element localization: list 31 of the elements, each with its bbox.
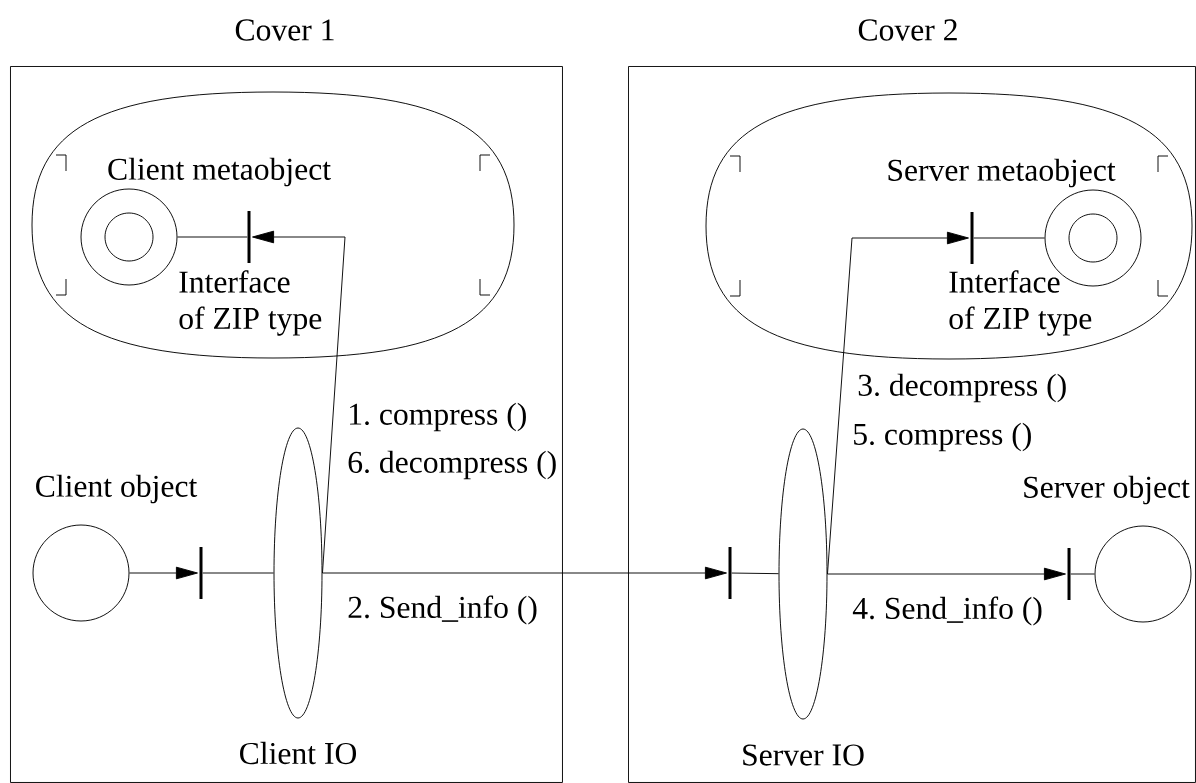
metaobject-cloud <box>705 92 1193 360</box>
method-label: 5. compress () <box>854 422 1031 452</box>
arrow <box>252 230 346 574</box>
interface-bar <box>199 547 203 599</box>
method-label: 1. compress () <box>350 402 526 432</box>
interface-bar <box>728 547 732 599</box>
node-label: Client IO <box>240 741 357 765</box>
connector-line <box>177 236 248 238</box>
node-label: Server object <box>1024 475 1190 505</box>
connector-line <box>731 572 779 575</box>
arrow <box>827 567 1066 581</box>
node-label: Interface of ZIP type <box>179 270 322 336</box>
edge-label: 2. Send_info () <box>348 595 537 625</box>
node-label: Cover 1 <box>235 19 334 41</box>
node-label: Client object <box>36 474 198 504</box>
node-label: Server metaobject <box>888 158 1116 188</box>
connector-line <box>973 237 1045 239</box>
node-label: Interface of ZIP type <box>949 270 1092 336</box>
edge-label: 4. Send_info () <box>852 596 1042 626</box>
connector-line <box>202 572 274 574</box>
node-label: Client metaobject <box>108 157 331 187</box>
node-label: Cover 2 <box>858 19 957 41</box>
arrow <box>129 566 198 580</box>
arrow <box>322 566 727 580</box>
method-label: 6. decompress () <box>348 450 556 480</box>
arrow <box>827 231 969 575</box>
node-label: Server IO <box>743 744 864 766</box>
metaobject-cloud <box>31 91 515 359</box>
method-label: 3. decompress () <box>858 373 1066 403</box>
connector-line <box>1070 573 1095 575</box>
interface-bar <box>1067 548 1071 600</box>
